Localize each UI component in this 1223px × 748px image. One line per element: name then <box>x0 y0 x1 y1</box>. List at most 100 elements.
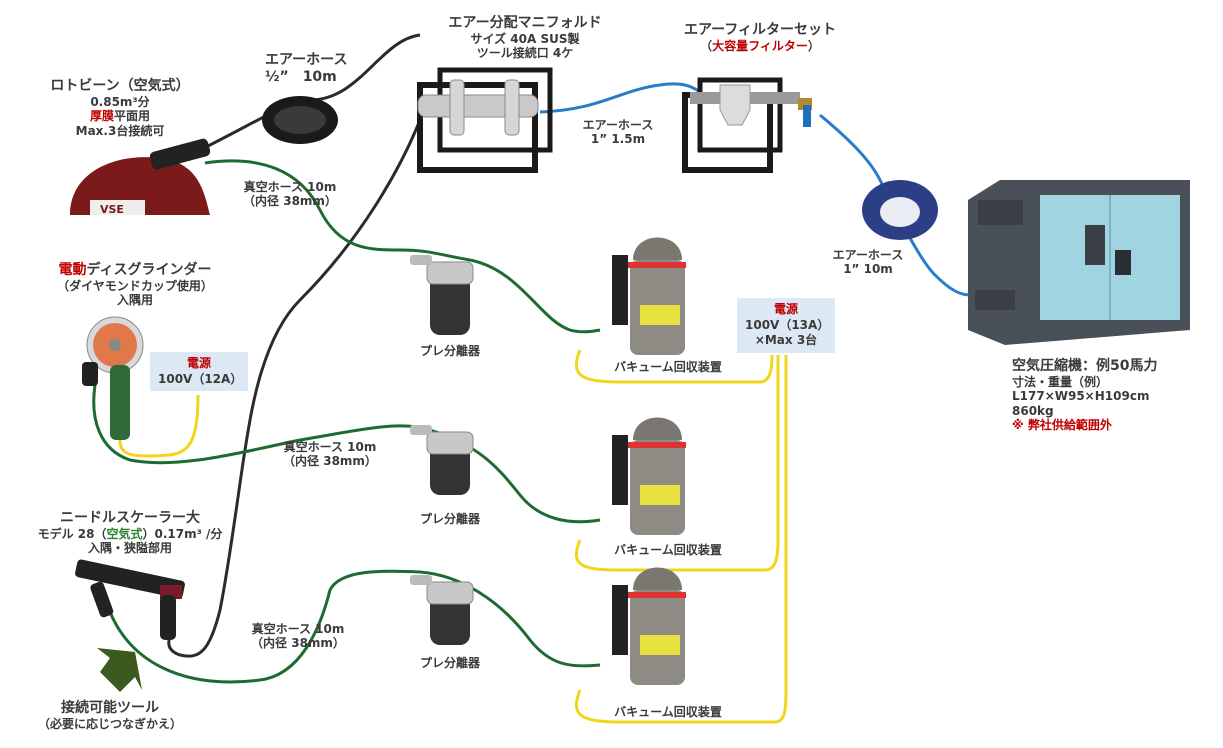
vacuum-hose-3-spec: （内径 38mm） <box>251 636 345 651</box>
connectable-tools-label: 接続可能ツール （必要に応じつなぎかえ） <box>20 700 200 731</box>
vacuum-unit-label-2: バキューム回収装置 <box>598 543 738 557</box>
vacuum-hose-3-title: 真空ホース 10m <box>251 622 345 636</box>
air-compressor-image <box>968 180 1190 345</box>
grinder-use: 入隅用 <box>116 293 153 308</box>
vacuum-hose-1-title: 真空ホース 10m <box>243 180 337 194</box>
power-box-grinder-head: 電源 <box>186 356 211 370</box>
vacuum-hose-grinder <box>92 384 601 524</box>
vacuum-hose-label-1: 真空ホース 10m （内径 38mm） <box>230 180 350 209</box>
vacuum-hose-2-title: 真空ホース 10m <box>283 440 377 454</box>
coiled-air-hose-inner <box>274 106 326 134</box>
manifold-ports: ツール接続口 4ケ <box>476 46 574 61</box>
power-cord-grinder <box>118 394 200 458</box>
power-box-vacuum-spec: 100V（13A） <box>745 317 830 332</box>
grinder-title-rest: ディスグラインダー <box>86 262 212 278</box>
compressor-dims: L177×W95×H109cm <box>1012 389 1150 404</box>
needle-scaler-model: モデル 28（空気式）0.17m³ /分 <box>25 527 235 541</box>
needle-scaler-label: ニードルスケーラー大 モデル 28（空気式）0.17m³ /分 入隅・狭隘部用 <box>25 510 235 556</box>
power-cord-vacuum-1 <box>574 349 774 384</box>
filter-set-title: エアーフィルターセット <box>683 22 837 38</box>
paren-close: ） <box>807 38 820 53</box>
air-hose-1-5m-title: エアーホース <box>582 118 654 132</box>
vacuum-unit-image-2 <box>612 417 686 535</box>
filter-set-label: エアーフィルターセット （大容量フィルター） <box>675 22 845 53</box>
rotobeen-max: Max.3台接続可 <box>75 123 165 138</box>
grinder-title-red: 電動 <box>58 262 87 278</box>
pre-separator-3-text: プレ分離器 <box>419 656 480 670</box>
grinder-note: （ダイヤモンドカップ使用） <box>57 278 213 293</box>
air-hose-half-title: エアーホース <box>265 52 348 68</box>
pre-separator-2-text: プレ分離器 <box>419 512 480 526</box>
paren-open: （ <box>700 38 713 53</box>
grinder-title: 電動ディスグラインダー <box>35 262 235 279</box>
power-cord-vacuum-2 <box>574 355 780 572</box>
power-box-grinder-spec: 100V（12A） <box>158 371 243 386</box>
compressor-note: ※ 弊社供給範囲外 <box>1012 417 1112 432</box>
vacuum-unit-image-1 <box>612 237 686 355</box>
manifold-size: サイズ 40A SUS製 <box>470 31 580 46</box>
grinder-label: 電動ディスグラインダー （ダイヤモンドカップ使用） 入隅用 <box>35 262 235 308</box>
air-filter-set-image <box>682 77 812 173</box>
vacuum-unit-label-1: バキューム回収装置 <box>598 360 738 374</box>
vacuum-unit-1-text: バキューム回収装置 <box>614 360 722 374</box>
disc-grinder-image <box>82 316 144 440</box>
pre-separator-image-3 <box>410 575 474 645</box>
air-hose-half-label: エアーホース ½” 10m <box>265 52 347 86</box>
compressor-label: 空気圧縮機：例50馬力 寸法・重量（例） L177×W95×H109cm 860… <box>1012 358 1157 432</box>
manifold-label: エアー分配マニフォルド サイズ 40A SUS製 ツール接続口 4ケ <box>430 15 620 61</box>
rotobeen-image: VSE <box>70 138 211 216</box>
compressor-weight: 860kg <box>1012 403 1054 418</box>
vacuum-unit-3-text: バキューム回収装置 <box>614 705 722 719</box>
air-hose-1-10m-spec: 1” 10m <box>843 262 893 277</box>
pre-separator-1-text: プレ分離器 <box>419 344 480 358</box>
power-box-vacuum: 電源 100V（13A） ×Max 3台 <box>737 298 835 353</box>
pre-separator-image-2 <box>410 425 474 495</box>
needle-scaler-image <box>75 559 185 640</box>
needle-scaler-model-green: 空気式 <box>106 526 143 541</box>
connectable-tools-title: 接続可能ツール <box>61 700 159 716</box>
compressor-dims-heading: 寸法・重量（例） <box>1012 374 1109 389</box>
air-hose-1-10m-title: エアーホース <box>832 248 904 262</box>
air-manifold-image <box>417 67 553 173</box>
rotobeen-logo-text: VSE <box>100 203 124 216</box>
air-hose-1-5m-blue <box>539 82 701 114</box>
filter-set-sub: （大容量フィルター） <box>675 39 845 53</box>
power-box-grinder: 電源 100V（12A） <box>150 352 248 392</box>
arrow-up-right-icon <box>97 648 142 692</box>
vacuum-unit-2-text: バキューム回収装置 <box>614 543 722 557</box>
power-cord-vacuum-3 <box>574 355 788 724</box>
power-box-vacuum-max: ×Max 3台 <box>754 333 818 348</box>
rotobeen-flow: 0.85m³分 <box>90 94 150 109</box>
needle-scaler-title: ニードルスケーラー大 <box>60 510 200 526</box>
compressor-title: 空気圧縮機：例50馬力 <box>1012 358 1158 374</box>
vacuum-hose-needle-scaler <box>108 569 601 684</box>
coiled-air-hose-1in-inner <box>880 197 920 227</box>
power-box-vacuum-head: 電源 <box>773 302 798 316</box>
pre-separator-label-3: プレ分離器 <box>400 656 500 670</box>
rotobeen-vse-badge <box>90 200 145 215</box>
pre-separator-label-2: プレ分離器 <box>400 512 500 526</box>
air-hose-1-5m-spec: 1” 1.5m <box>590 132 646 147</box>
vacuum-hose-2-spec: （内径 38mm） <box>283 454 377 469</box>
needle-scaler-use: 入隅・狭隘部用 <box>87 541 172 556</box>
rotobeen-use: 厚膜平面用 <box>30 109 210 123</box>
air-hose-1-10m-label: エアーホース 1” 10m <box>818 248 918 277</box>
rotobeen-use-rest: 平面用 <box>114 109 151 124</box>
vacuum-unit-image-3 <box>612 567 686 685</box>
filter-set-sub-red: 大容量フィルター <box>712 38 808 53</box>
vacuum-hose-1-spec: （内径 38mm） <box>243 194 337 209</box>
vacuum-hose-label-2: 真空ホース 10m （内径 38mm） <box>270 440 390 469</box>
rotobeen-label: ロトビーン（空気式） 0.85m³分 厚膜平面用 Max.3台接続可 <box>30 78 210 138</box>
pre-separator-label-1: プレ分離器 <box>400 344 500 358</box>
manifold-title: エアー分配マニフォルド <box>448 15 602 31</box>
pre-separator-image-1 <box>410 255 474 335</box>
air-hose-1-5m-label: エアーホース 1” 1.5m <box>568 118 668 147</box>
vacuum-hose-1 <box>204 159 601 334</box>
vacuum-unit-label-3: バキューム回収装置 <box>598 705 738 719</box>
rotobeen-title: ロトビーン（空気式） <box>50 78 190 94</box>
needle-scaler-model-a: モデル 28（ <box>37 526 107 541</box>
needle-scaler-model-b: ）0.17m³ /分 <box>142 526 223 541</box>
vacuum-hose-label-3: 真空ホース 10m （内径 38mm） <box>238 622 358 651</box>
connectable-tools-sub: （必要に応じつなぎかえ） <box>37 716 182 731</box>
